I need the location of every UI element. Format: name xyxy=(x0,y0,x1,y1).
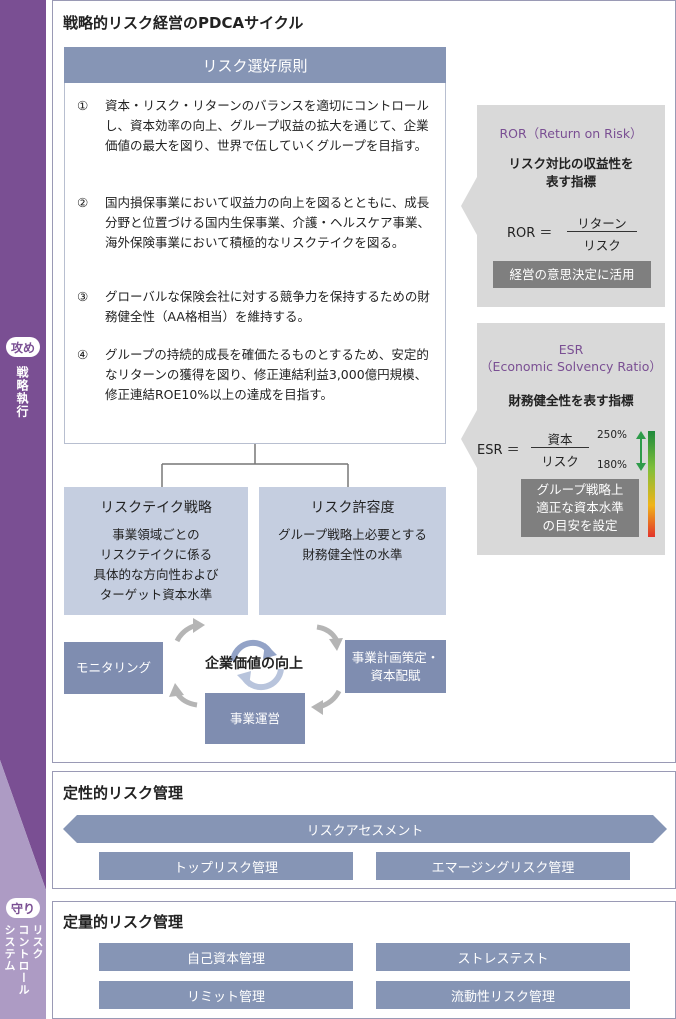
rotate-icon xyxy=(230,639,284,691)
esr-numerator: 資本 xyxy=(547,432,573,447)
stress-test-box: ストレステスト xyxy=(376,943,630,971)
ror-title: ROR（Return on Risk） xyxy=(499,126,643,141)
esr-panel: ESR （Economic Solvency Ratio） 財務健全性を表す指標… xyxy=(477,323,665,555)
esr-gauge-bar xyxy=(648,431,655,537)
principle-item: ④ グループの持続的成長を確価たるものとするため、安定的なリターンの獲得を図り、… xyxy=(77,345,435,405)
risk-take-strategy-desc: 事業領域ごとの リスクテイクに係る 具体的な方向性および ターゲット資本水準 xyxy=(93,527,219,602)
principle-number: ② xyxy=(77,195,89,210)
principle-item: ③ グローバルな保険会社に対する競争力を保持するための財務健全性（AA格相当）を… xyxy=(77,287,435,327)
risk-tolerance-title: リスク許容度 xyxy=(310,500,395,516)
defense-badge: 守り xyxy=(6,898,40,918)
top-risk-box: トップリスク管理 xyxy=(99,852,353,880)
principle-number: ③ xyxy=(77,289,89,304)
monitoring-box: モニタリング xyxy=(64,642,163,694)
liquidity-risk-box: 流動性リスク管理 xyxy=(376,981,630,1009)
cycle-arrowhead-bottom-right xyxy=(311,700,323,715)
ror-formula-label: ROR ＝ xyxy=(507,226,553,241)
assessment-label: リスクアセスメント xyxy=(306,823,424,839)
ror-numerator: リターン xyxy=(577,216,627,231)
esr-subtitle: 財務健全性を表す指標 xyxy=(508,393,634,408)
offense-label: 戦略執行 xyxy=(15,366,29,418)
offense-band xyxy=(0,0,46,890)
ror-subtitle: リスク対比の収益性を 表す指標 xyxy=(508,156,634,189)
principle-text: グローバルな保険会社に対する競争力を保持するための財務健全性（AA格相当）を維持… xyxy=(105,289,430,324)
risk-tolerance-desc: グループ戦略上必要とする 財務健全性の水準 xyxy=(278,527,427,562)
emerging-risk-box: エマージングリスク管理 xyxy=(376,852,630,880)
capital-management-box: 自己資本管理 xyxy=(99,943,353,971)
risk-take-strategy-box: リスクテイク戦略 事業領域ごとの リスクテイクに係る 具体的な方向性および ター… xyxy=(64,487,248,615)
defense-band xyxy=(0,760,46,1019)
qualitative-title: 定性的リスク管理 xyxy=(63,784,184,802)
esr-denominator: リスク xyxy=(541,454,579,469)
principle-item: ② 国内損保事業において収益力の向上を図るとともに、成長分野と位置づける国内生保… xyxy=(77,193,435,253)
risk-tolerance-box: リスク許容度 グループ戦略上必要とする 財務健全性の水準 xyxy=(259,487,446,615)
planning-box: 事業計画策定・ 資本配賦 xyxy=(345,640,446,693)
principle-number: ① xyxy=(77,98,89,113)
assessment-arrow xyxy=(63,815,667,843)
limit-management-box: リミット管理 xyxy=(99,981,353,1009)
esr-note-box: グループ戦略上 適正な資本水準 の目安を設定 xyxy=(521,479,639,537)
defense-label-2: コントロール xyxy=(17,924,30,996)
principle-number: ④ xyxy=(77,347,89,362)
ror-denominator: リスク xyxy=(583,238,621,253)
side-band xyxy=(0,0,46,1019)
principles-box: ① 資本・リスク・リターンのバランスを適切にコントロールし、資本効率の向上、グル… xyxy=(64,83,446,444)
ror-panel: ROR（Return on Risk） リスク対比の収益性を 表す指標 ROR … xyxy=(477,105,665,307)
cycle-arrowhead-top-right xyxy=(329,638,343,651)
principle-item: ① 資本・リスク・リターンのバランスを適切にコントロールし、資本効率の向上、グル… xyxy=(77,96,435,156)
cycle-arrowhead-bottom-left xyxy=(169,683,184,697)
tree-connector xyxy=(161,444,349,715)
pdca-panel: 戦略的リスク経営のPDCAサイクル リスク選好原則 ① 資本・リスク・リターンの… xyxy=(52,0,676,763)
esr-fraction-line xyxy=(531,447,589,448)
defense-label-3: システム xyxy=(3,924,16,972)
operation-box: 事業運営 xyxy=(205,693,305,744)
quantitative-title: 定量的リスク管理 xyxy=(63,913,184,931)
esr-range-arrow-icon xyxy=(636,431,646,471)
ror-fraction-line xyxy=(567,231,637,232)
pdca-title: 戦略的リスク経営のPDCAサイクル xyxy=(63,14,304,32)
esr-upper-value: 250% xyxy=(597,429,628,441)
principle-text: 資本・リスク・リターンのバランスを適切にコントロールし、資本効率の向上、グループ… xyxy=(105,98,429,153)
quantitative-panel: 定量的リスク管理 自己資本管理 ストレステスト リミット管理 流動性リスク管理 xyxy=(52,901,676,1019)
principles-header: リスク選好原則 xyxy=(64,47,446,83)
risk-take-strategy-title: リスクテイク戦略 xyxy=(100,500,212,516)
defense-label-1: リスク xyxy=(31,924,44,960)
principle-text: 国内損保事業において収益力の向上を図るとともに、成長分野と位置づける国内生保事業… xyxy=(105,195,431,250)
ror-usage-box: 経営の意思決定に活用 xyxy=(493,261,651,288)
esr-formula-label: ESR ＝ xyxy=(477,443,520,458)
esr-lower-value: 180% xyxy=(597,459,628,471)
cycle-arrowhead-top-left xyxy=(193,618,205,633)
principle-text: グループの持続的成長を確価たるものとするため、安定的なリターンの獲得を図り、修正… xyxy=(105,347,429,402)
offense-badge: 攻め xyxy=(6,337,40,357)
esr-title: ESR （Economic Solvency Ratio） xyxy=(480,342,662,374)
cycle-center-label: 企業価値の向上 xyxy=(205,656,303,672)
qualitative-panel: 定性的リスク管理 リスクアセスメント トップリスク管理 エマージングリスク管理 xyxy=(52,771,676,889)
ror-panel-shape xyxy=(461,105,665,307)
